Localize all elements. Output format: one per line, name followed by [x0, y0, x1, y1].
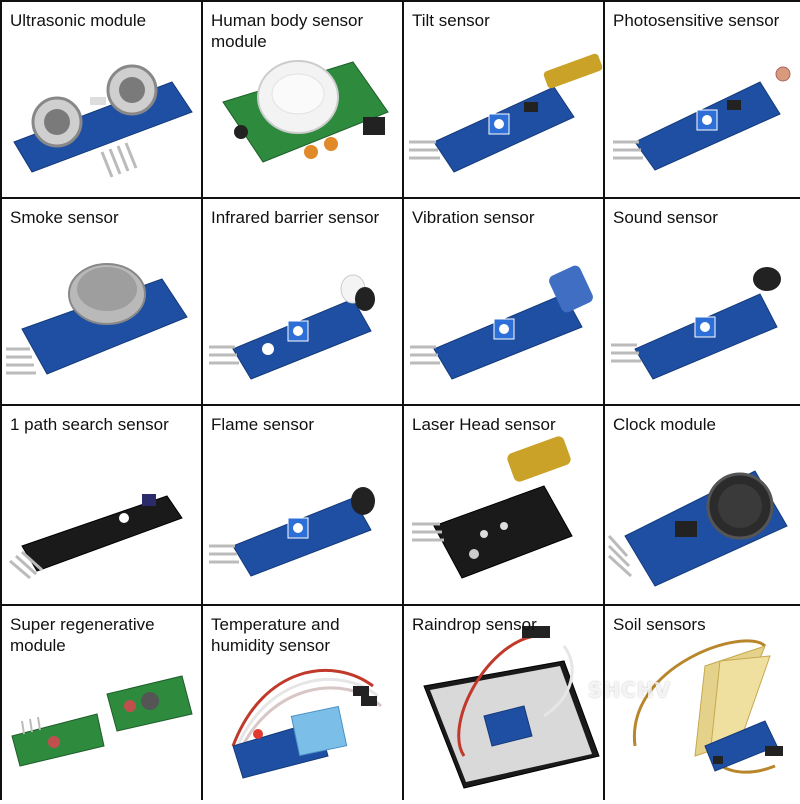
cell-label: Infrared barrier sensor	[211, 208, 380, 227]
cell-infrared-barrier-sensor: Infrared barrier sensor	[203, 199, 402, 404]
cell-sound-sensor: Sound sensor	[605, 199, 800, 404]
cell-raindrop-sensor: Raindrop sensor	[404, 606, 603, 804]
raindrop-sensor-image	[423, 626, 600, 789]
cell-tilt-sensor: Tilt sensor	[404, 2, 603, 197]
photosensitive-sensor-image	[613, 66, 791, 171]
laser-head-sensor-image	[412, 436, 573, 579]
cell-vibration-sensor: Vibration sensor	[404, 199, 603, 404]
path-search-sensor-image	[9, 494, 183, 580]
flame-sensor-image	[209, 487, 375, 577]
cell-temperature-humidity-sensor: Temperature and humidity sensor	[203, 606, 402, 804]
cell-label: Vibration sensor	[412, 208, 535, 227]
cell-laser-head-sensor: Laser Head sensor	[404, 406, 603, 604]
cell-super-regenerative-module: Super regenerative module	[2, 606, 201, 804]
cell-label: Flame sensor	[211, 415, 314, 434]
watermark-text: SHCHV	[588, 678, 672, 702]
cell-label: Super regenerative module	[10, 615, 155, 655]
tilt-sensor-image	[409, 53, 603, 173]
cell-label: Raindrop sensor	[412, 615, 537, 634]
cell-clock-module: Clock module	[605, 406, 800, 604]
cell-label: Photosensitive sensor	[613, 11, 780, 30]
cell-ultrasonic-module: Ultrasonic module	[2, 2, 201, 197]
temperature-humidity-sensor-image	[231, 668, 382, 779]
cell-photosensitive-sensor: Photosensitive sensor	[605, 2, 800, 197]
cell-human-body-sensor: Human body sensor module	[203, 2, 402, 197]
cell-label: Tilt sensor	[412, 11, 490, 30]
cell-smoke-sensor: Smoke sensor	[2, 199, 201, 404]
cell-label: Ultrasonic module	[10, 11, 147, 30]
cell-label: Soil sensors	[613, 615, 706, 634]
soil-sensors-image	[633, 639, 783, 774]
cell-label: Sound sensor	[613, 208, 718, 227]
cell-soil-sensors: Soil sensors	[605, 606, 800, 804]
vibration-sensor-image	[410, 265, 593, 380]
cell-label: Laser Head sensor	[412, 415, 556, 434]
cell-label: 1 path search sensor	[10, 415, 169, 434]
infrared-barrier-sensor-image	[209, 274, 375, 380]
cell-label: Human body sensor module	[211, 11, 364, 51]
cell-label: Smoke sensor	[10, 208, 119, 227]
sound-sensor-image	[611, 267, 781, 380]
cell-label: Clock module	[613, 415, 716, 434]
cell-label: Temperature and humidity sensor	[211, 615, 340, 655]
smoke-sensor-image	[6, 263, 188, 375]
clock-module-image	[607, 470, 788, 587]
cell-path-search-sensor: 1 path search sensor	[2, 406, 201, 604]
human-body-sensor-image	[222, 60, 389, 163]
cell-flame-sensor: Flame sensor	[203, 406, 402, 604]
ultrasonic-module-image	[13, 64, 193, 178]
super-regenerative-module-image	[11, 675, 193, 767]
